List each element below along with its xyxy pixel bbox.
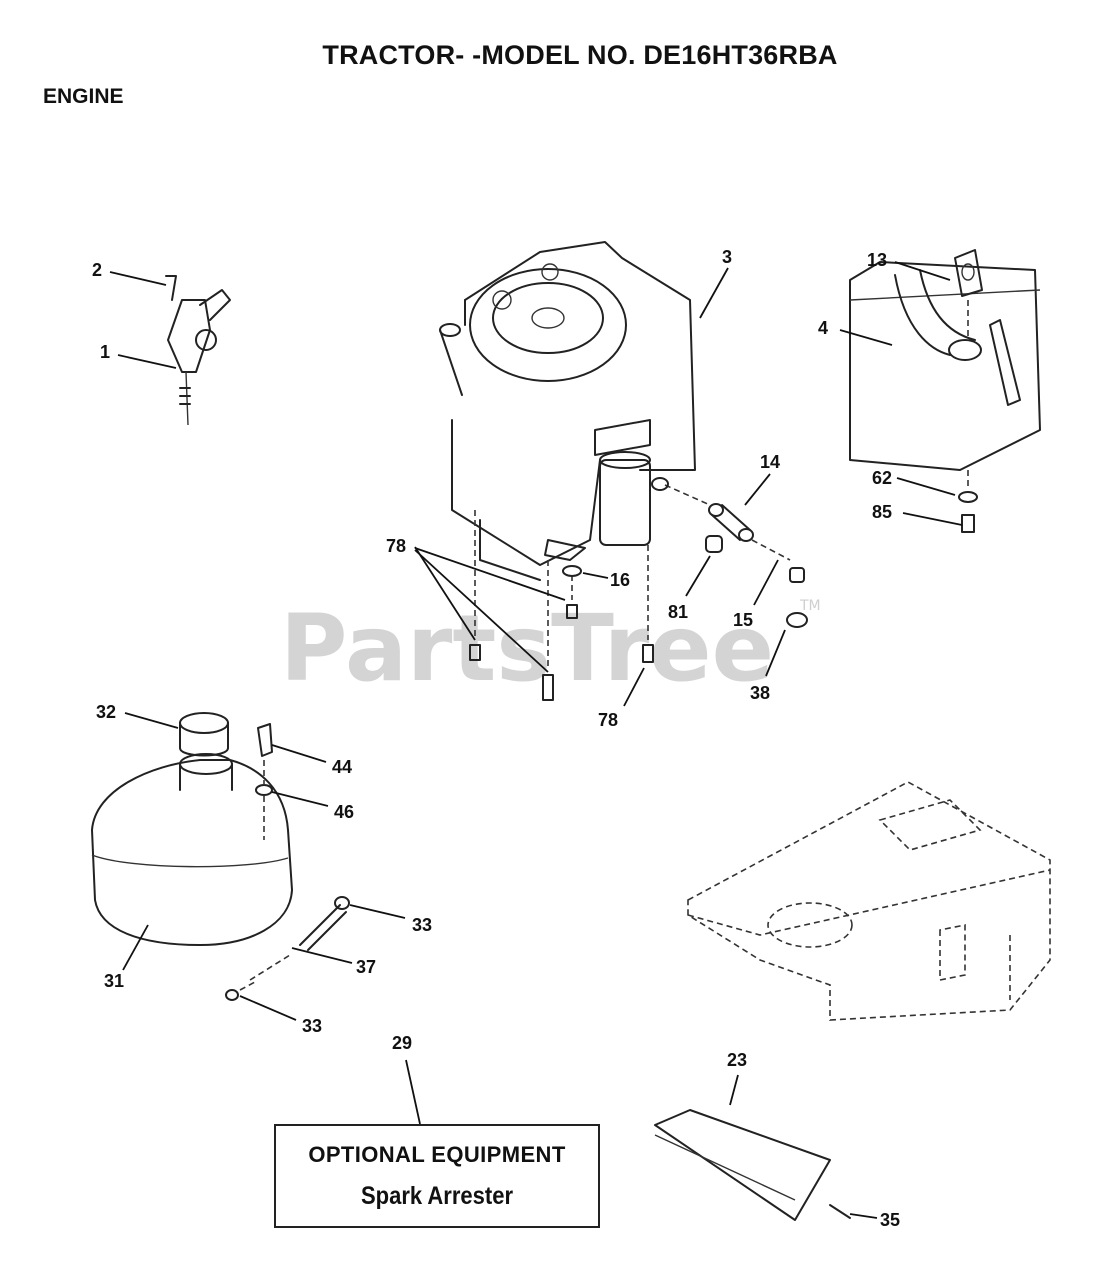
throttle-control-part[interactable] [165, 275, 231, 426]
callout-3: 3 [722, 247, 732, 267]
callout-15: 15 [733, 610, 753, 630]
callout-1: 1 [100, 342, 110, 362]
muffler-part[interactable] [849, 261, 1041, 471]
callout-4: 4 [818, 318, 828, 338]
guard-bracket-part[interactable] [654, 1109, 851, 1221]
callout-2: 2 [92, 260, 102, 280]
watermark-tm: TM [799, 598, 821, 614]
watermark-text: PartsTree [280, 595, 774, 702]
optional-equipment-item: Spark Arrester [360, 1182, 514, 1210]
callout-85: 85 [872, 502, 892, 522]
callout-29: 29 [392, 1033, 412, 1053]
chassis-frame-outline [687, 781, 1051, 1021]
callout-62: 62 [872, 468, 892, 488]
callout-46: 46 [334, 802, 354, 822]
fuel-tank-part[interactable] [91, 753, 293, 946]
optional-equipment-box: OPTIONAL EQUIPMENT Spark Arrester [274, 1124, 600, 1228]
fuel-cap-part[interactable] [179, 712, 229, 757]
callout-23: 23 [727, 1050, 747, 1070]
engine-part[interactable] [439, 241, 696, 581]
callout-37: 37 [356, 957, 376, 977]
page-title: TRACTOR- -MODEL NO. DE16HT36RBA [322, 40, 838, 70]
callout-78-top: 78 [386, 536, 406, 556]
optional-equipment-title: OPTIONAL EQUIPMENT [308, 1142, 566, 1167]
callout-38: 38 [750, 683, 770, 703]
callout-81: 81 [668, 602, 688, 622]
gasket-part[interactable] [954, 249, 983, 340]
callout-32: 32 [96, 702, 116, 722]
fuel-line-part[interactable] [225, 896, 350, 1001]
callout-13: 13 [867, 250, 887, 270]
callout-44: 44 [332, 757, 352, 777]
callout-14: 14 [760, 452, 780, 472]
mounting-bolts-part[interactable] [469, 510, 654, 701]
section-heading: ENGINE [43, 85, 124, 108]
leader-lines [109, 261, 963, 1219]
callout-16: 16 [610, 570, 630, 590]
fitting-washer-part[interactable] [255, 723, 273, 840]
callout-31: 31 [104, 971, 124, 991]
spacer-hardware-part[interactable] [651, 477, 808, 628]
callout-33-top: 33 [412, 915, 432, 935]
callout-33-bottom: 33 [302, 1016, 322, 1036]
callout-78-bottom: 78 [598, 710, 618, 730]
washer-bolt-part[interactable] [958, 470, 978, 533]
callout-35: 35 [880, 1210, 900, 1230]
